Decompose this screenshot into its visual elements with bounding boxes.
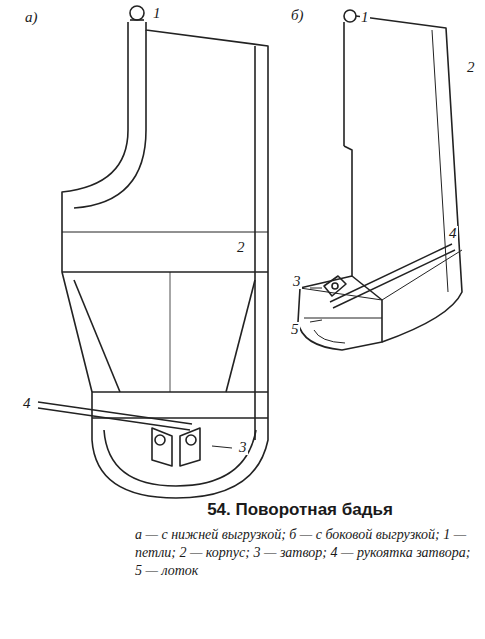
figure-caption: а — с нижней выгрузкой; б — с боковой вы…: [135, 526, 475, 581]
callout-number: 1: [360, 10, 370, 25]
callout-number: 2: [236, 240, 246, 255]
callout-number: 2: [466, 60, 476, 75]
bucket-b: [298, 10, 462, 350]
view-letter: а): [24, 10, 39, 25]
callout-number: 3: [238, 440, 248, 455]
callout-number: 4: [22, 396, 32, 411]
view-letter: б): [290, 8, 305, 23]
callout-number: 5: [290, 322, 300, 337]
callout-number: 4: [448, 226, 458, 241]
figure-title: 54. Поворотная бадья: [120, 500, 480, 520]
bucket-a: [38, 6, 268, 498]
callout-number: 3: [292, 274, 302, 289]
callout-number: 1: [152, 6, 162, 21]
